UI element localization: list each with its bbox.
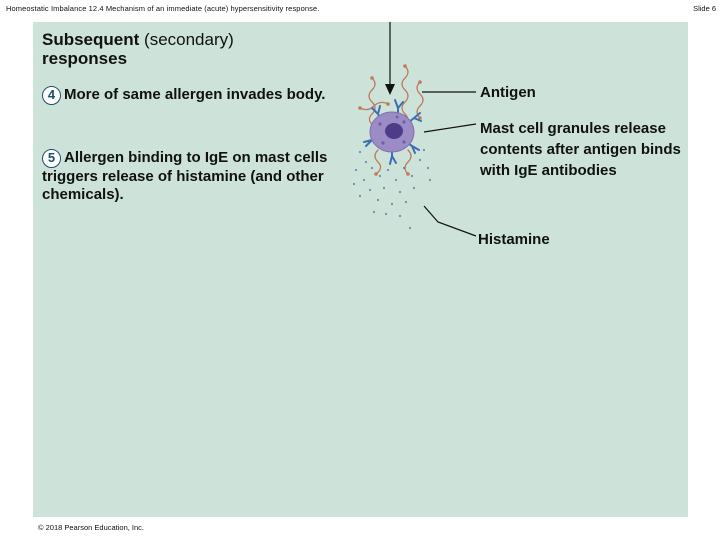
histamine-dots [353, 149, 431, 229]
leader-lines [422, 91, 477, 237]
slide-number: Slide 6 [693, 4, 716, 13]
heading-main: Subsequent [42, 30, 140, 49]
antigen-beads [358, 64, 422, 176]
mast-cell [369, 111, 415, 153]
slide-title: Homeostatic Imbalance 12.4 Mechanism of … [6, 4, 320, 13]
content-panel [33, 22, 688, 517]
step-4-text: More of same allergen invades body. [64, 86, 326, 103]
antigen-chains [359, 65, 424, 175]
copyright: © 2018 Pearson Education, Inc. [38, 523, 145, 532]
step-5-text: Allergen binding to IgE on mast cells tr… [42, 149, 328, 203]
label-mast-cell-granules: Mast cell granules release contents afte… [480, 120, 681, 179]
step-4-badge: 4 [42, 86, 61, 105]
label-histamine: Histamine [478, 231, 550, 248]
heading-line2: responses [42, 49, 128, 68]
label-antigen: Antigen [480, 84, 536, 101]
section-heading: Subsequent (secondary) responses [42, 30, 342, 68]
heading-paren: (secondary) [144, 30, 234, 49]
allergen-arrow [385, 22, 395, 95]
